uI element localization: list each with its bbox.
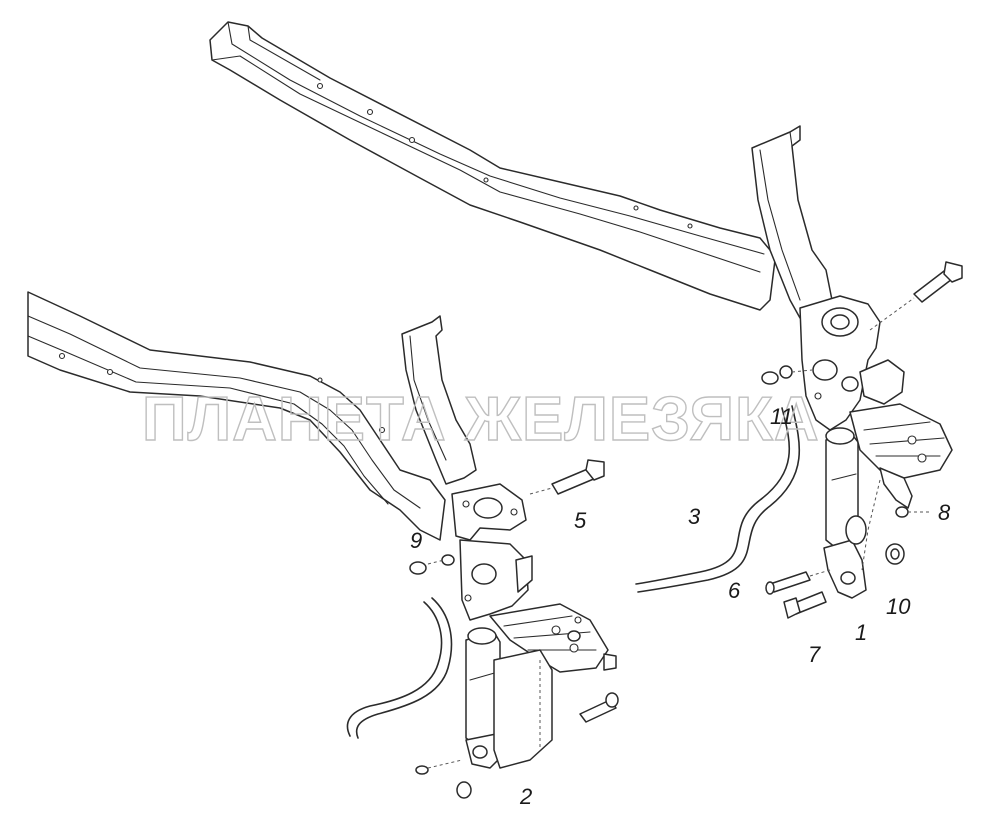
- label-part-5: 5: [574, 508, 587, 533]
- upper-washer-10: [885, 543, 905, 565]
- upper-frame-rail: [209, 21, 776, 311]
- upper-shock-absorber: [823, 427, 867, 599]
- upper-cab-mount: [799, 295, 905, 431]
- lower-nut-9: [409, 554, 455, 575]
- lower-bolt-5: [529, 459, 605, 495]
- watermark-text: ПЛАНЕТА ЖЕЛЕЗЯКА: [142, 385, 820, 454]
- lower-bolts: [567, 630, 619, 723]
- upper-spring-bracket: [849, 403, 953, 571]
- label-part-8: 8: [938, 500, 951, 525]
- upper-vertical-bracket: [751, 125, 833, 319]
- label-part-7: 7: [808, 642, 821, 667]
- label-part-11: 11: [770, 404, 793, 429]
- lower-frame-rail: [27, 291, 446, 541]
- upper-bolt-7: [783, 591, 827, 619]
- label-part-1: 1: [855, 620, 867, 645]
- lower-nut-2: [415, 759, 472, 799]
- lower-hose: [346, 597, 453, 739]
- part-labels: 1 2 3 5 6 7 8 9 10 11: [410, 404, 951, 809]
- label-part-9: 9: [410, 528, 422, 553]
- lower-spring-bracket: [489, 603, 609, 769]
- upper-nut-11: [761, 365, 813, 385]
- label-part-3: 3: [688, 504, 701, 529]
- upper-nut-8: [895, 506, 930, 518]
- upper-hinge-bolt: [869, 261, 963, 331]
- label-part-2: 2: [519, 784, 532, 809]
- lower-vertical-bracket: [401, 315, 477, 485]
- hose-3: [635, 405, 801, 593]
- upper-bolt-6: [765, 569, 831, 595]
- label-part-10: 10: [886, 594, 911, 619]
- label-part-6: 6: [728, 578, 741, 603]
- lower-cab-mount: [451, 483, 533, 621]
